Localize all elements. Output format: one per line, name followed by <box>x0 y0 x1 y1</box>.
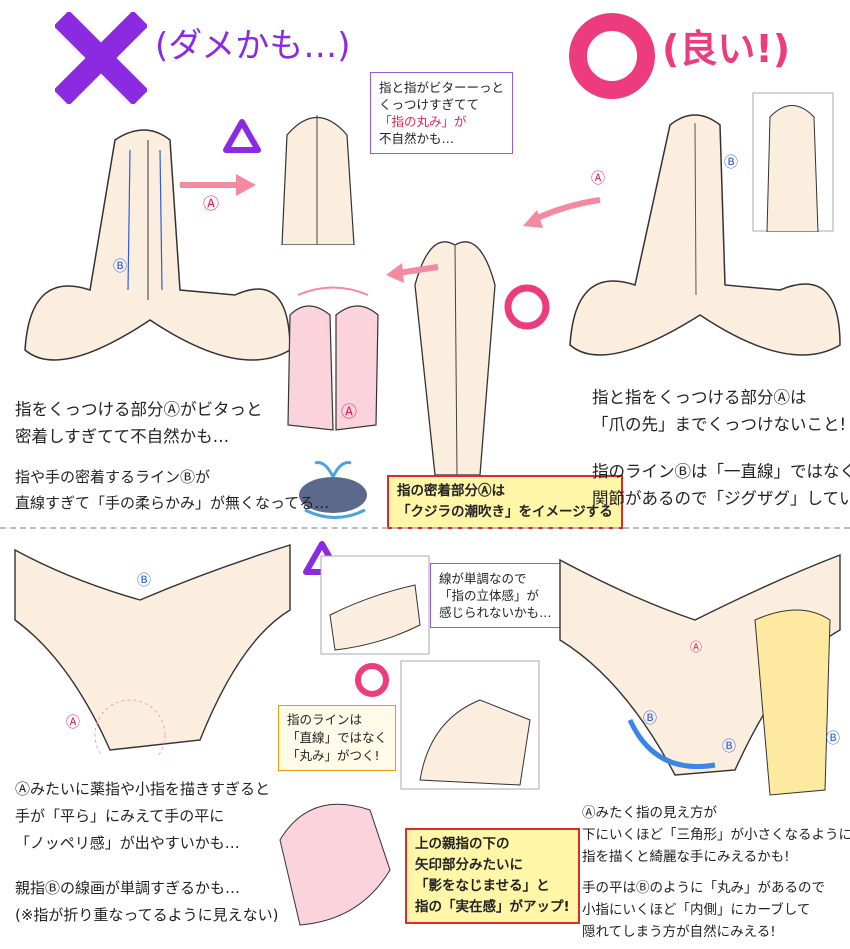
text-line: 直線すぎて「手の柔らかみ」が無くなってる… <box>15 494 330 512</box>
tag-line: 「クジラの潮吹き」をイメージする <box>397 504 613 520</box>
clasped-hands-bad-illustration <box>14 544 291 755</box>
tag-line: 「影をなじませる」と <box>415 878 550 894</box>
callout-line: くっつけすぎてて <box>379 97 480 112</box>
cross-mark-icon <box>55 12 147 104</box>
text-line: Ⓐみたいに薬指や小指を描きすぎると <box>15 780 271 798</box>
tag-line: 上の親指の下の <box>415 836 510 852</box>
thumb-closeup-bad-illustration <box>320 555 430 655</box>
callout-line: 指と指がビターーっと <box>379 80 505 95</box>
callout-line: 感じられないかも… <box>439 605 552 620</box>
bad-label: (ダメかも…) <box>155 26 351 66</box>
top-good-text: 指と指をくっつける部分Ⓐは 「爪の先」までくっつけないこと! <box>592 384 846 438</box>
circle-mark-icon <box>504 284 550 330</box>
bottom-bad-callout: 線が単調なので 「指の立体感」が 感じられないかも… <box>430 563 561 628</box>
praying-hands-good-illustration <box>569 114 841 356</box>
praying-hands-bad-illustration <box>24 129 291 361</box>
finger-pads-illustration <box>287 286 379 431</box>
section-divider <box>0 527 850 529</box>
fingers-closeup-bad-illustration <box>281 115 355 245</box>
label-b: Ⓑ <box>113 259 127 275</box>
finger-shading-illustration <box>279 803 391 926</box>
top-bad-callout: 指と指がビターーっと くっつけすぎてて 「指の丸み」が 不自然かも… <box>370 72 514 154</box>
label-a: Ⓐ <box>591 171 605 187</box>
callout-line: 線が単調なので <box>439 571 527 586</box>
label-b: Ⓑ <box>137 573 151 589</box>
good-label: (良い!) <box>662 27 791 71</box>
praying-hands-side-illustration <box>414 241 496 475</box>
bottom-good-text-2: 手の平はⒷのように「丸み」があるので 小指にいくほど「内側」にカーブして 隠れて… <box>582 877 825 943</box>
arrow-left-icon <box>386 263 439 283</box>
text-line: (※指が折り重なってるように見えない) <box>15 906 279 924</box>
arrow-left-icon <box>523 197 601 228</box>
text-line: 関節があるので「ジグザグ」している! <box>592 489 850 508</box>
bottom-bad-text-2: 親指Ⓑの線画が単調すぎるかも… (※指が折り重なってるように見えない) <box>15 875 279 929</box>
circle-mark-icon <box>569 13 655 99</box>
clasped-hands-good-illustration <box>559 553 841 796</box>
tag-line: 指の「実在感」がアップ! <box>415 899 570 915</box>
text-line: 隠れてしまう方が自然にみえる! <box>582 924 776 940</box>
callout-line: 「直線」ではなく <box>287 730 388 745</box>
label-b: Ⓑ <box>643 711 657 727</box>
circle-mark-icon <box>355 663 389 697</box>
text-line: 小指にいくほど「内側」にカーブして <box>582 902 811 918</box>
callout-line: 不自然かも… <box>379 131 455 146</box>
text-line: 親指Ⓑの線画が単調すぎるかも… <box>15 879 241 897</box>
fingers-closeup-good-illustration <box>752 92 834 232</box>
text-line: 手の平はⒷのように「丸み」があるので <box>582 880 825 896</box>
text-line: 指を描くと綺麗な手にみえるかも! <box>582 849 790 865</box>
arrow-right-icon <box>180 174 256 196</box>
callout-line: 「丸み」がつく! <box>287 748 380 763</box>
text-line: 下にいくほど「三角形」が小さくなるように <box>582 827 850 843</box>
text-line: 指をくっつける部分Ⓐがビタっと <box>15 400 263 419</box>
text-line: 密着しすぎてて不自然かも… <box>15 427 230 446</box>
text-line: 「爪の先」までくっつけないこと! <box>592 415 847 434</box>
callout-line: 指のラインは <box>287 712 363 727</box>
label-a: Ⓐ <box>203 194 220 213</box>
label-a: Ⓐ <box>341 402 358 421</box>
label-a: Ⓐ <box>690 640 703 654</box>
tag-line: 指の密着部分Ⓐは <box>397 483 505 499</box>
label-b: Ⓑ <box>724 155 738 171</box>
whale-icon <box>299 461 367 519</box>
label-b: Ⓑ <box>722 739 736 755</box>
text-line: 手が「平ら」にみえて手の平に <box>15 807 225 825</box>
triangle-mark-icon <box>223 119 261 153</box>
text-line: 指と指をくっつける部分Ⓐは <box>592 388 807 407</box>
top-bad-text-2: 指や手の密着するラインⒷが 直線すぎて「手の柔らかみ」が無くなってる… <box>15 464 329 516</box>
thumb-closeup-good-illustration <box>400 660 540 790</box>
callout-line: 「指の丸み」が <box>379 114 467 129</box>
top-good-text-2: 指のラインⒷは「一直線」ではなく 関節があるので「ジグザグ」している! <box>592 458 850 512</box>
text-line: 指のラインⒷは「一直線」ではなく <box>592 462 850 481</box>
bottom-bad-text: Ⓐみたいに薬指や小指を描きすぎると 手が「平ら」にみえて手の平に 「ノッペリ感」… <box>15 776 270 857</box>
bottom-good-callout: 指のラインは 「直線」ではなく 「丸み」がつく! <box>278 705 397 771</box>
tag-line: 矢印部分みたいに <box>415 857 523 873</box>
shadow-tag: 上の親指の下の 矢印部分みたいに 「影をなじませる」と 指の「実在感」がアップ! <box>405 828 580 924</box>
callout-line: 「指の立体感」が <box>439 588 540 603</box>
text-line: 指や手の密着するラインⒷが <box>15 468 211 486</box>
bottom-good-text: Ⓐみたく指の見え方が 下にいくほど「三角形」が小さくなるように 指を描くと綺麗な… <box>582 802 850 868</box>
text-line: 「ノッペリ感」が出やすいかも… <box>15 834 240 852</box>
label-b: Ⓑ <box>826 731 840 747</box>
label-a: Ⓐ <box>66 715 80 731</box>
text-line: Ⓐみたく指の見え方が <box>582 805 717 821</box>
whale-tag: 指の密着部分Ⓐは 「クジラの潮吹き」をイメージする <box>387 475 623 529</box>
top-bad-text: 指をくっつける部分Ⓐがビタっと 密着しすぎてて不自然かも… <box>15 396 263 450</box>
